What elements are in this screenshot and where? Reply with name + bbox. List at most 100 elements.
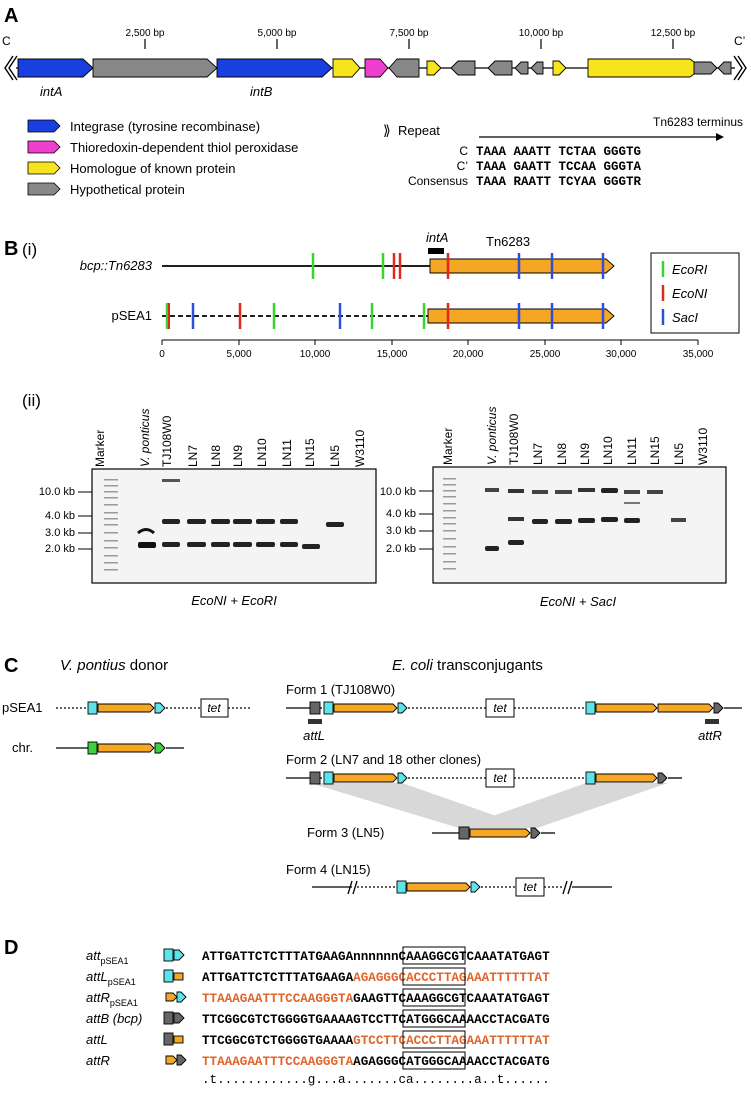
axis-tick-label: 10,000 bbox=[300, 349, 331, 360]
legend-label: Thioredoxin-dependent thiol peroxidase bbox=[70, 140, 298, 155]
repeat-row-name: Consensus bbox=[408, 174, 468, 188]
d-sequences: ATTGATTCTCTTTATGAAGAnnnnnnCAAAGGCGTCAAAT… bbox=[202, 946, 550, 1087]
tn-label: Tn6283 bbox=[486, 234, 530, 249]
lane-label: LN7 bbox=[531, 443, 545, 465]
attL-label: attL bbox=[303, 728, 325, 743]
lane-label: TJ108W0 bbox=[160, 415, 174, 467]
enzyme-legend: EcoRI EcoNI SacI bbox=[650, 252, 740, 334]
seq-row: TTCGGCGTCTGGGGTGAAAAGTCCTTCACCCTTAGAAATT… bbox=[202, 1034, 550, 1048]
seq-row: TTAAAGAATTTCCAAGGGTAGAAGTTCAAAGGCGTCAAAT… bbox=[202, 992, 550, 1006]
lane-label: Marker bbox=[441, 428, 455, 465]
size-label: 2.0 kb bbox=[386, 543, 416, 555]
size-label: 2.0 kb bbox=[45, 543, 75, 555]
panel-label-c: C bbox=[4, 655, 18, 677]
recipient-suffix: transconjugants bbox=[433, 657, 543, 674]
repeat-c-icon bbox=[4, 55, 18, 81]
construct-label-pSEA1: pSEA1 bbox=[112, 308, 152, 323]
intA-gene bbox=[17, 58, 94, 78]
hypothetical-gene bbox=[92, 58, 218, 78]
seq-row-name: attRpSEA1 bbox=[86, 990, 138, 1008]
repeat-row-name: C bbox=[459, 144, 468, 158]
hypothetical-gene bbox=[388, 58, 420, 78]
form-label: Form 1 (TJ108W0) bbox=[286, 682, 395, 697]
scale-tick-label: 10,000 bp bbox=[519, 28, 564, 39]
axis-tick-label: 15,000 bbox=[377, 349, 408, 360]
scale-tick-label: 12,500 bp bbox=[651, 28, 696, 39]
tet-label: tet bbox=[493, 701, 507, 715]
pSEA1-label: pSEA1 bbox=[2, 700, 42, 715]
seq-row: ATTGATTCTCTTTATGAAGAnnnnnnCAAAGGCGTCAAAT… bbox=[202, 950, 550, 964]
restriction-map bbox=[162, 253, 615, 329]
arrow-right-icon bbox=[716, 133, 724, 141]
axis-tick-label: 5,000 bbox=[226, 349, 251, 360]
panel-label-a: A bbox=[4, 5, 18, 27]
tet-label: tet bbox=[493, 771, 507, 785]
recipient-species: E. coli bbox=[392, 657, 434, 674]
chr-label: chr. bbox=[12, 740, 33, 755]
hypothetical-gene bbox=[693, 61, 718, 75]
form-label: Form 4 (LN15) bbox=[286, 862, 371, 877]
scale-tick-label: 5,000 bp bbox=[258, 28, 297, 39]
legend-label: EcoNI bbox=[672, 286, 708, 301]
size-label: 10.0 kb bbox=[39, 486, 75, 498]
peroxidase-gene bbox=[364, 58, 389, 78]
repeat-title: Repeat bbox=[398, 123, 440, 138]
legend-label: SacI bbox=[672, 310, 698, 325]
seq-row-name: attpSEA1 bbox=[86, 948, 129, 966]
size-label: 3.0 kb bbox=[45, 527, 75, 539]
hypothetical-gene bbox=[450, 60, 476, 76]
size-label: 3.0 kb bbox=[386, 525, 416, 537]
form-label: Form 2 (LN7 and 18 other clones) bbox=[286, 752, 481, 767]
recombination-shade-right bbox=[459, 783, 668, 828]
recipient-title: E. coli transconjugants bbox=[392, 657, 543, 674]
attR-label: attR bbox=[698, 728, 722, 743]
seq-row-name: attL bbox=[86, 1032, 108, 1047]
seq-row-name: attLpSEA1 bbox=[86, 969, 136, 987]
homologue-gene bbox=[552, 60, 567, 76]
gene-legend: Integrase (tyrosine recombinase) Thiored… bbox=[27, 119, 298, 197]
size-label: 4.0 kb bbox=[45, 510, 75, 522]
att-site bbox=[154, 702, 166, 714]
gene-label-intA: intA bbox=[40, 84, 62, 99]
lane-label: LN7 bbox=[186, 445, 200, 467]
seq-row-name: attR bbox=[86, 1053, 110, 1068]
repeat-alignment: ⟫ Repeat Tn6283 terminus C TAAA AAATT TC… bbox=[383, 115, 743, 189]
lane-label: V. ponticus bbox=[485, 407, 499, 465]
gel2-size-labels: 10.0 kb 4.0 kb 3.0 kb 2.0 kb bbox=[380, 486, 433, 555]
recombination-shade-left bbox=[310, 783, 531, 828]
seq-row: TTAAAGAATTTCCAAGGGTAAGAGGGCATGGGCAAAACCT… bbox=[202, 1055, 550, 1069]
lane-label: W3110 bbox=[696, 428, 710, 465]
tn-element bbox=[429, 258, 615, 274]
axis-tick-label: 35,000 bbox=[683, 349, 714, 360]
legend-label: Integrase (tyrosine recombinase) bbox=[70, 119, 260, 134]
intA-probe-bar bbox=[428, 248, 444, 254]
lane-label: LN11 bbox=[280, 439, 294, 467]
gel-econi-ecori bbox=[91, 468, 377, 584]
gel1-size-labels: 10.0 kb 4.0 kb 3.0 kb 2.0 kb bbox=[39, 486, 92, 555]
legend-label: Hypothetical protein bbox=[70, 182, 185, 197]
homologue-gene bbox=[426, 60, 442, 76]
lane-label: LN15 bbox=[303, 438, 317, 467]
lane-label: LN5 bbox=[672, 443, 686, 465]
size-label: 4.0 kb bbox=[386, 508, 416, 520]
tn-element bbox=[97, 743, 155, 753]
repeat-row-seq: TAAA AAATT TCTAA GGGTG bbox=[476, 145, 641, 159]
donor-maps: pSEA1 tet chr. bbox=[2, 698, 250, 755]
consensus-row: .t............g...a.......ca........a..t… bbox=[202, 1073, 550, 1087]
tn-element bbox=[97, 703, 155, 713]
seq-row: ATTGATTCTCTTTATGAAGAAGAGGGCACCCTTAGAAATT… bbox=[202, 971, 550, 985]
panel-label-d: D bbox=[4, 937, 18, 959]
donor-species: V. pontius bbox=[60, 657, 126, 674]
legend-swatch-peroxidase bbox=[27, 140, 61, 154]
lane-label: LN8 bbox=[209, 445, 223, 467]
gel-econi-saci bbox=[432, 466, 727, 584]
form-label: Form 3 (LN5) bbox=[307, 825, 384, 840]
att-site bbox=[154, 742, 166, 754]
end-label-c-prime: C’ bbox=[734, 34, 745, 48]
repeat-icon: ⟫ bbox=[383, 122, 391, 138]
repeat-row-name: C’ bbox=[457, 159, 468, 173]
lane-label: LN9 bbox=[578, 443, 592, 465]
hypothetical-gene bbox=[487, 60, 513, 76]
repeat-c-prime-icon bbox=[733, 55, 747, 81]
